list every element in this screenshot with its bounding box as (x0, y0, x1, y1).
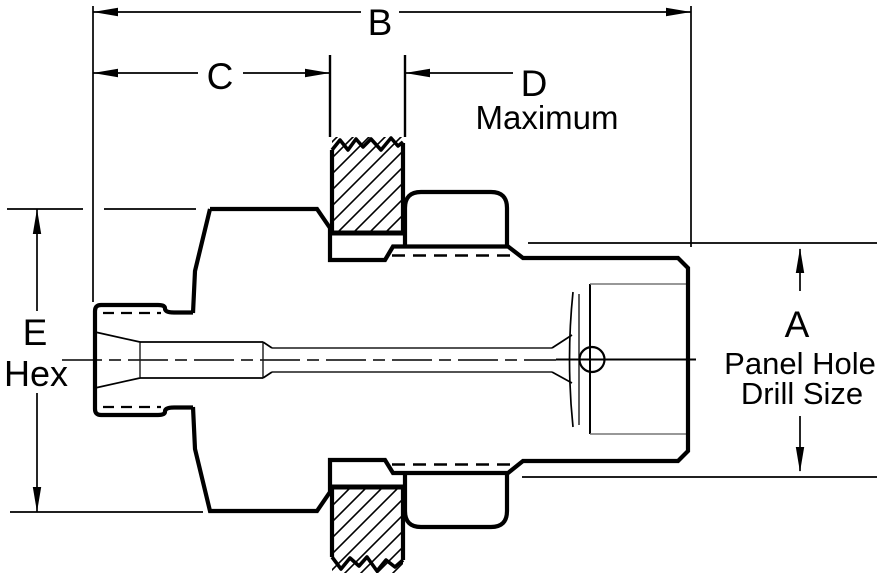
panel-section-top (329, 136, 406, 236)
fitting-body-outline (190, 206, 691, 514)
dim-e-qualifier: Hex (4, 353, 68, 394)
bulkhead-locknut-bottom (402, 473, 510, 530)
dimension-e: E Hex (4, 208, 203, 513)
arrowhead-c-left (93, 68, 118, 78)
pocket-wall-lines (590, 283, 687, 435)
arrowhead-e-top (32, 209, 42, 234)
thread-hidden-lines (103, 254, 512, 466)
tube-nut-outline (92, 302, 193, 418)
panel-section-bottom (329, 484, 406, 573)
arrowhead-c-right (305, 68, 330, 78)
dimension-d: D Maximum (403, 55, 619, 137)
ball-detail-circle (578, 345, 606, 374)
panel-hatch-bottom (332, 487, 403, 573)
bulkhead-locknut-top (402, 189, 510, 246)
dim-a-qualifier-line2: Drill Size (741, 376, 863, 411)
arrowhead-a-bottom (795, 447, 805, 472)
dim-d-label: D (521, 63, 548, 104)
internal-bore-lines (94, 283, 687, 435)
dim-d-qualifier: Maximum (475, 99, 618, 136)
dim-e-label: E (23, 312, 48, 353)
arrowhead-e-bottom (32, 487, 42, 512)
centerline (62, 358, 696, 361)
dimension-b: B (92, 2, 692, 302)
panel-hatch-top (332, 137, 403, 233)
dimension-a: A Panel Hole Drill Size (522, 242, 877, 478)
dim-a-label: A (785, 304, 810, 345)
panel-break-line-top (330, 136, 405, 152)
dim-c-label: C (207, 56, 234, 97)
arrowhead-b-left (93, 7, 118, 17)
arrowhead-d-left (405, 68, 430, 78)
dim-a-qualifier-line1: Panel Hole (724, 346, 876, 381)
dimension-c: C (93, 55, 332, 137)
dim-b-label: B (368, 2, 393, 43)
flare-seat-curve (568, 291, 574, 428)
panel-break-line-bottom (330, 555, 405, 573)
arrowhead-a-top (795, 248, 805, 273)
arrowhead-b-right (666, 7, 691, 17)
